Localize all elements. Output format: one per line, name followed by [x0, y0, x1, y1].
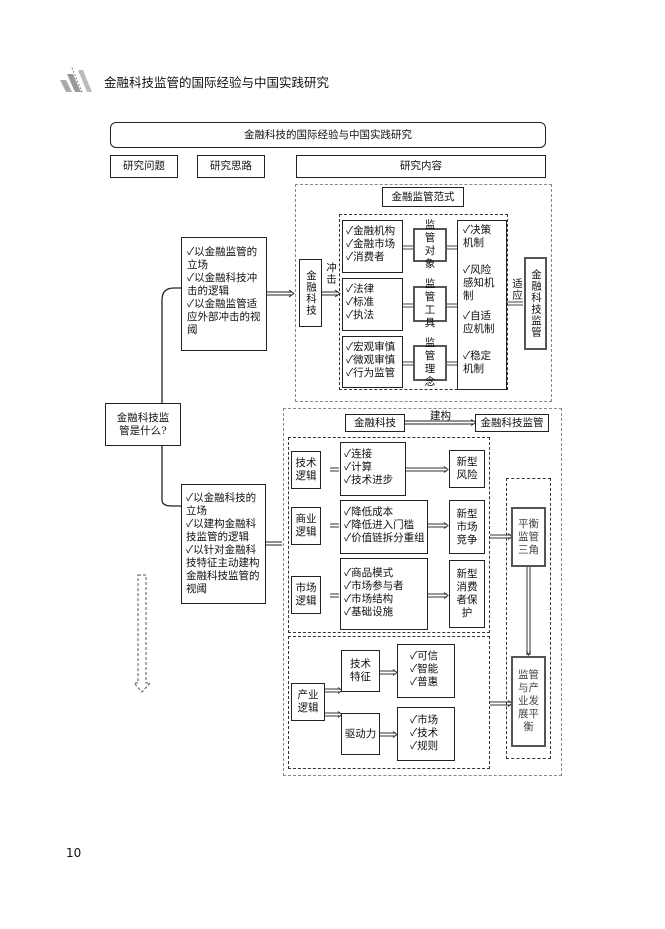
mechanism-item: ✓风险感知机制 — [463, 264, 495, 302]
list-item: ✓市场 — [410, 714, 439, 726]
market-logic-box: 市场逻辑 — [291, 576, 321, 614]
question-text: 金融科技监管是什么? — [116, 411, 170, 437]
list-item: ✓微观审慎 — [346, 354, 396, 366]
list-item: ✓连接 — [344, 448, 373, 460]
list-item: ✓计算 — [344, 461, 373, 473]
new-consumer-protection-box: 新型消费者保护 — [449, 560, 485, 628]
list-item: ✓规则 — [410, 740, 439, 752]
list-item: ✓消费者 — [346, 251, 385, 263]
tech-logic-items: ✓连接 ✓计算 ✓技术进步 — [340, 442, 406, 496]
fintech-box-lower: 金融科技 — [345, 414, 405, 432]
paradigm-title: 金融监管范式 — [382, 187, 464, 207]
approach-top-box: ✓以金融监管的立场 ✓以金融科技冲击的逻辑 ✓以金融监管适应外部冲击的视阈 — [181, 237, 267, 351]
list-item: ✓技术进步 — [344, 474, 394, 486]
adapt-label: 适应 — [511, 278, 523, 301]
column-research-question: 研究问题 — [110, 155, 178, 178]
list-item: ✓智能 — [410, 663, 439, 675]
list-item: ✓可信 — [410, 650, 439, 662]
page-number: 10 — [66, 846, 82, 860]
mechanism-item: ✓决策机制 — [463, 224, 492, 249]
approach-top-item: ✓以金融监管适应外部冲击的视阈 — [187, 298, 261, 336]
arrow-approach-to-lower — [266, 541, 282, 546]
list-item: ✓金融机构 — [346, 225, 396, 237]
list-item: ✓普惠 — [410, 676, 439, 688]
list-item: ✓宏观审慎 — [346, 341, 396, 353]
list-item: ✓行为监管 — [346, 367, 396, 379]
balance-group — [506, 478, 551, 759]
group-tools-items: ✓法律 ✓标准 ✓执法 — [342, 278, 403, 331]
industry-group — [288, 636, 490, 769]
impact-label: 冲击 — [325, 262, 337, 285]
tech-logic-box: 技术逻辑 — [291, 451, 321, 489]
list-item: ✓市场参与者 — [344, 580, 404, 592]
logics-group — [288, 437, 490, 633]
upper-content-area — [295, 184, 552, 402]
header-title: 金融科技监管的国际经验与中国实践研究 — [104, 75, 330, 90]
list-item: ✓市场结构 — [344, 593, 394, 605]
arrow-impact — [322, 289, 341, 298]
business-logic-box: 商业逻辑 — [291, 507, 321, 545]
list-item: ✓基础设施 — [344, 606, 394, 618]
connector-question-top — [161, 287, 181, 404]
approach-top-item: ✓以金融科技冲击的逻辑 — [187, 272, 258, 297]
market-logic-items: ✓商品模式 ✓市场参与者 ✓市场结构 ✓基础设施 — [340, 558, 428, 630]
balance-triangle-box: 平衡监管三角 — [511, 507, 546, 567]
list-item: ✓价值链拆分重组 — [344, 532, 425, 544]
list-item: ✓法律 — [346, 283, 375, 295]
new-risk-box: 新型风险 — [449, 450, 485, 488]
mechanisms-box: ✓决策机制 ✓风险感知机制 ✓自适应机制 ✓稳定机制 — [457, 220, 507, 390]
list-item: ✓技术 — [410, 727, 439, 739]
tech-feature-items: ✓可信 ✓智能 ✓普惠 — [397, 644, 455, 698]
fintech-regulation-box-lower: 金融科技监管 — [475, 414, 549, 432]
business-logic-items: ✓降低成本 ✓降低进入门槛 ✓价值链拆分重组 — [340, 500, 428, 554]
group-tools-label: 监管工具 — [413, 278, 447, 329]
list-item: ✓执法 — [346, 309, 375, 321]
group-objects-label: 监管对象 — [413, 219, 447, 270]
paradigm-group — [339, 214, 508, 390]
approach-bottom-item: ✓以针对金融科技特征主动建构金融科技监管的视阈 — [186, 544, 260, 595]
balance-industry-box: 监管与产业发展平衡 — [511, 656, 546, 747]
header-logo-icon — [58, 66, 98, 94]
lower-content-area — [283, 408, 562, 776]
approach-bottom-box: ✓以金融科技的立场 ✓以建构金融科技监管的逻辑 ✓以针对金融科技特征主动建构金融… — [181, 484, 266, 604]
list-item: ✓降低成本 — [344, 506, 394, 518]
new-competition-box: 新型市场竞争 — [449, 500, 485, 554]
dashed-down-arrow — [132, 574, 152, 693]
list-item: ✓降低进入门槛 — [344, 519, 415, 531]
column-research-content: 研究内容 — [296, 155, 546, 178]
driver-items: ✓市场 ✓技术 ✓规则 — [397, 707, 455, 761]
list-item: ✓标准 — [346, 296, 375, 308]
arrow-approach-to-fintech — [267, 289, 295, 298]
approach-bottom-item: ✓以金融科技的立场 — [186, 492, 257, 517]
group-concepts-label: 监管理念 — [413, 337, 447, 388]
driver-box: 驱动力 — [341, 713, 380, 755]
column-research-approach: 研究思路 — [197, 155, 265, 178]
list-item: ✓金融市场 — [346, 238, 396, 250]
mechanism-item: ✓自适应机制 — [463, 310, 495, 335]
mechanism-item: ✓稳定机制 — [463, 350, 492, 375]
tech-feature-box: 技术特征 — [341, 650, 380, 692]
fintech-regulation-box-upper: 金融科技监管 — [524, 257, 547, 350]
industry-logic-box: 产业逻辑 — [291, 683, 325, 721]
diagram-main-title: 金融科技的国际经验与中国实践研究 — [110, 122, 546, 148]
group-concepts-items: ✓宏观审慎 ✓微观审慎 ✓行为监管 — [342, 336, 403, 388]
group-objects-items: ✓金融机构 ✓金融市场 ✓消费者 — [342, 220, 403, 273]
question-box: 金融科技监管是什么? — [105, 403, 181, 446]
construct-label: 建构 — [430, 410, 451, 422]
fintech-box-upper: 金融科技 — [299, 259, 322, 327]
approach-top-item: ✓以金融监管的立场 — [187, 246, 258, 271]
list-item: ✓商品模式 — [344, 567, 394, 579]
connector-question-bottom — [161, 446, 181, 507]
approach-bottom-item: ✓以建构金融科技监管的逻辑 — [186, 518, 257, 543]
